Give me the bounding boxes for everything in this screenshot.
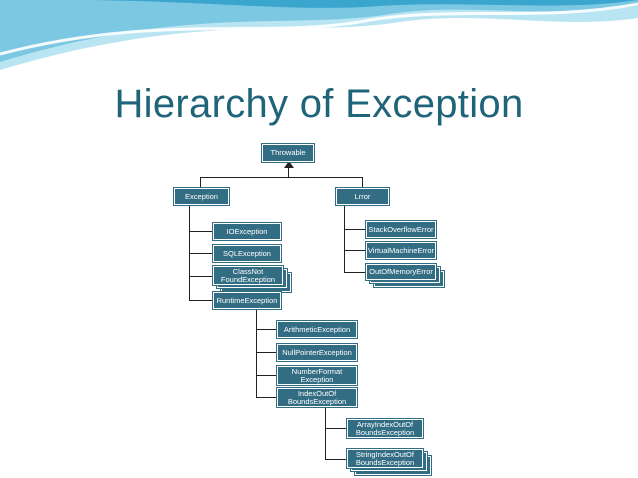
arrowhead-icon [283,161,294,168]
node-ioexception: IOException [213,223,281,240]
connector-throwable-down [288,161,289,178]
node-arithmeticexception: ArithmeticException [277,321,357,338]
connector-runtime-child-1 [256,352,277,353]
connector-index-child-0 [325,428,347,429]
connector-index-child-1 [325,459,347,460]
wave-front [90,0,638,8]
node-runtimeexception: RuntimeException [213,292,281,309]
connector-error-child-1 [344,250,366,251]
connector-exception-child-3 [189,300,213,301]
connector-error-child-0 [344,229,366,230]
node-indexoutofboundsexception: IndexOutOf BoundsException [277,388,357,407]
connector-error-trunk [344,205,345,272]
node-classnotfoundexception: ClassNot FoundException [213,266,283,285]
connector-runtime-child-0 [256,329,277,330]
node-sqlexception: SQLException [213,245,281,262]
connector-to-error [362,177,363,188]
connector-exception-trunk [189,205,190,300]
node-outofmemoryerror: OutOfMemoryError [366,264,436,280]
connector-top-bar [200,177,363,178]
node-error: Lrror [336,188,389,205]
node-arrayindexoutofboundsexception: ArrayIndexOutOf BoundsException [347,419,423,438]
header-wave [0,0,638,70]
connector-error-child-2 [344,272,366,273]
connector-exception-child-1 [189,253,213,254]
node-stringindexoutofboundsexception: StringIndexOutOf BoundsException [347,449,423,468]
connector-exception-child-2 [189,276,213,277]
node-exception: Exception [174,188,229,205]
node-numberformatexception: NumberFormat Exception [277,366,357,385]
connector-runtime-child-2 [256,375,277,376]
node-throwable: Throwable [262,144,314,162]
connector-exception-child-0 [189,231,213,232]
connector-to-exception [200,177,201,188]
slide-title: Hierarchy of Exception [114,82,524,126]
connector-runtime-trunk [256,308,257,398]
connector-index-trunk [325,406,326,460]
wave-mid [0,0,638,62]
wave-highlight [0,2,638,56]
node-stackoverflowerror: StackOverflowError [366,221,436,238]
node-virtualmachineerror: VirtualMachineError [366,242,436,259]
connector-runtime-child-3 [256,397,277,398]
node-nullpointerexception: NullPointerException [277,344,357,361]
